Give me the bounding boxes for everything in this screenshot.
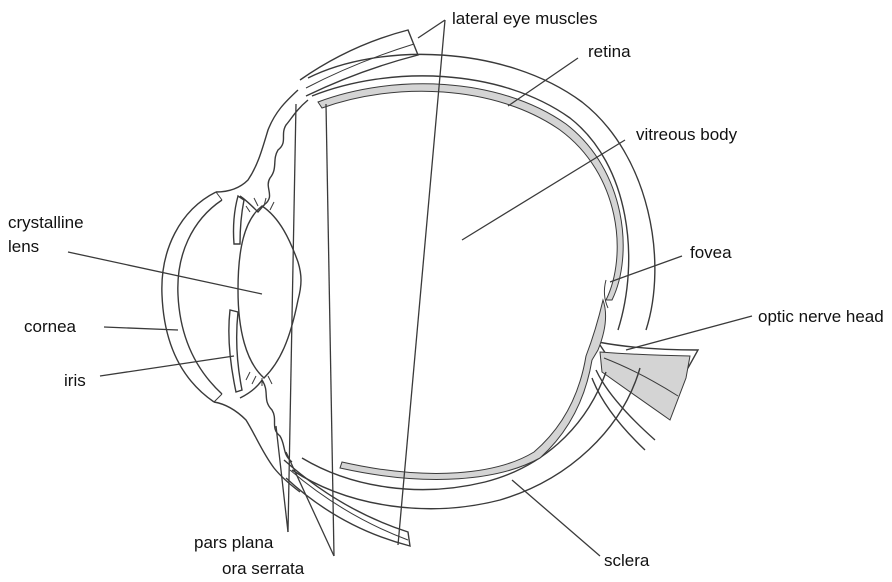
label-pars-plana: pars plana <box>194 533 274 552</box>
label-optic-nerve-head: optic nerve head <box>758 307 884 326</box>
leader-lateral-muscles-2 <box>398 20 445 545</box>
iris-shape <box>229 196 244 392</box>
label-sclera: sclera <box>604 551 650 570</box>
leader-vitreous-body <box>462 140 625 240</box>
retina-layer <box>318 84 623 300</box>
optic-nerve <box>592 342 698 450</box>
leader-iris <box>100 356 234 376</box>
cornea-shape <box>162 192 216 402</box>
label-vitreous-body: vitreous body <box>636 125 738 144</box>
eye-structure <box>162 30 698 546</box>
label-ora-serrata: ora serrata <box>222 559 305 578</box>
label-retina: retina <box>588 42 631 61</box>
leader-ora-serrata-2 <box>286 452 334 556</box>
labels: lateral eye muscles retina vitreous body… <box>8 9 884 578</box>
label-lateral-eye-muscles: lateral eye muscles <box>452 9 598 28</box>
label-iris: iris <box>64 371 86 390</box>
label-cornea: cornea <box>24 317 77 336</box>
label-crystalline: crystalline <box>8 213 84 232</box>
leader-lateral-muscles-1 <box>418 20 445 38</box>
label-lens: lens <box>8 237 39 256</box>
leader-sclera <box>512 480 600 556</box>
label-fovea: fovea <box>690 243 732 262</box>
leader-retina <box>508 58 578 106</box>
sclera-outer <box>292 54 655 508</box>
leader-optic-nerve-head <box>626 316 752 350</box>
